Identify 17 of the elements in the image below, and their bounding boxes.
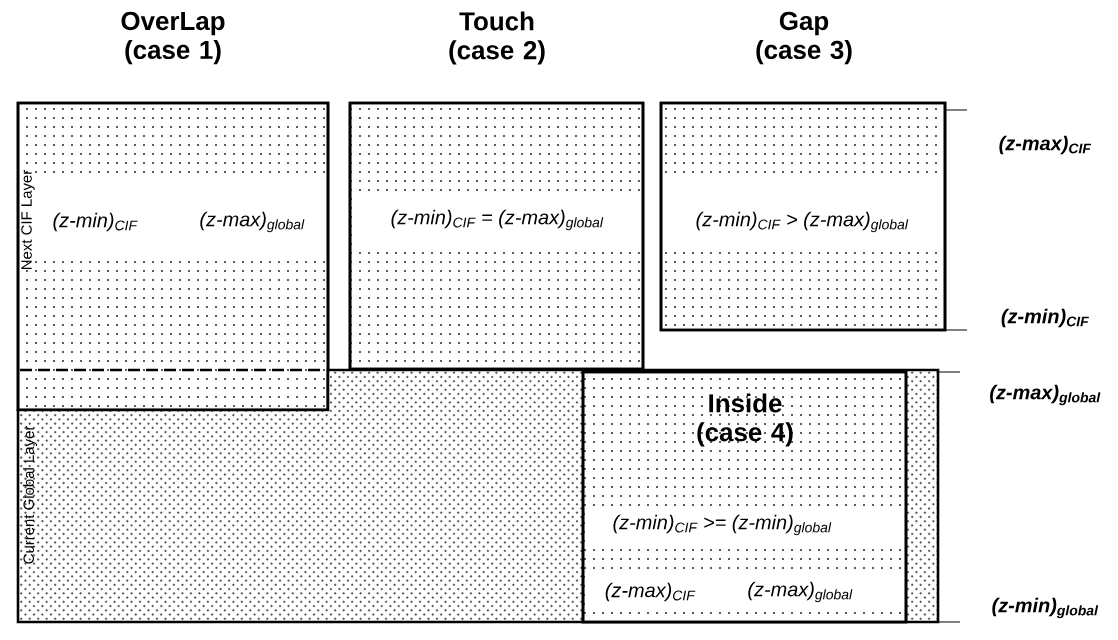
level-label: (z-max)$_{global}$ [990,384,1101,406]
level-label: (z-min)$_{global}$ [992,597,1099,619]
layer-label: Current Global Layer [23,425,37,564]
condition-text: (z-max)$_{CIF}$ [605,582,696,602]
level-label: (z-max)$_{CIF}$ [999,135,1092,155]
level-label: (z-min)$_{CIF}$ [1001,308,1089,328]
condition-text: (z-min)$_{CIF}$ [53,212,138,232]
condition-text: (z-max)$_{global}$ [200,211,305,233]
case-heading: Touch (case 2) [449,11,545,65]
case-heading: Inside (case 4) [697,393,793,447]
case-heading: OverLap (case 1) [121,11,225,65]
condition-text: (z-min)$_{CIF}$ = (z-max)$_{global}$ [391,209,604,231]
layer-label: Next CIF Layer [21,170,35,269]
case-heading: Gap (case 3) [756,11,852,65]
condition-text: (z-max)$_{global}$ [748,581,853,603]
condition-text: (z-min)$_{CIF}$ >= (z-min)$_{global}$ [613,514,832,536]
condition-text: (z-min)$_{CIF}$ > (z-max)$_{global}$ [696,211,909,233]
